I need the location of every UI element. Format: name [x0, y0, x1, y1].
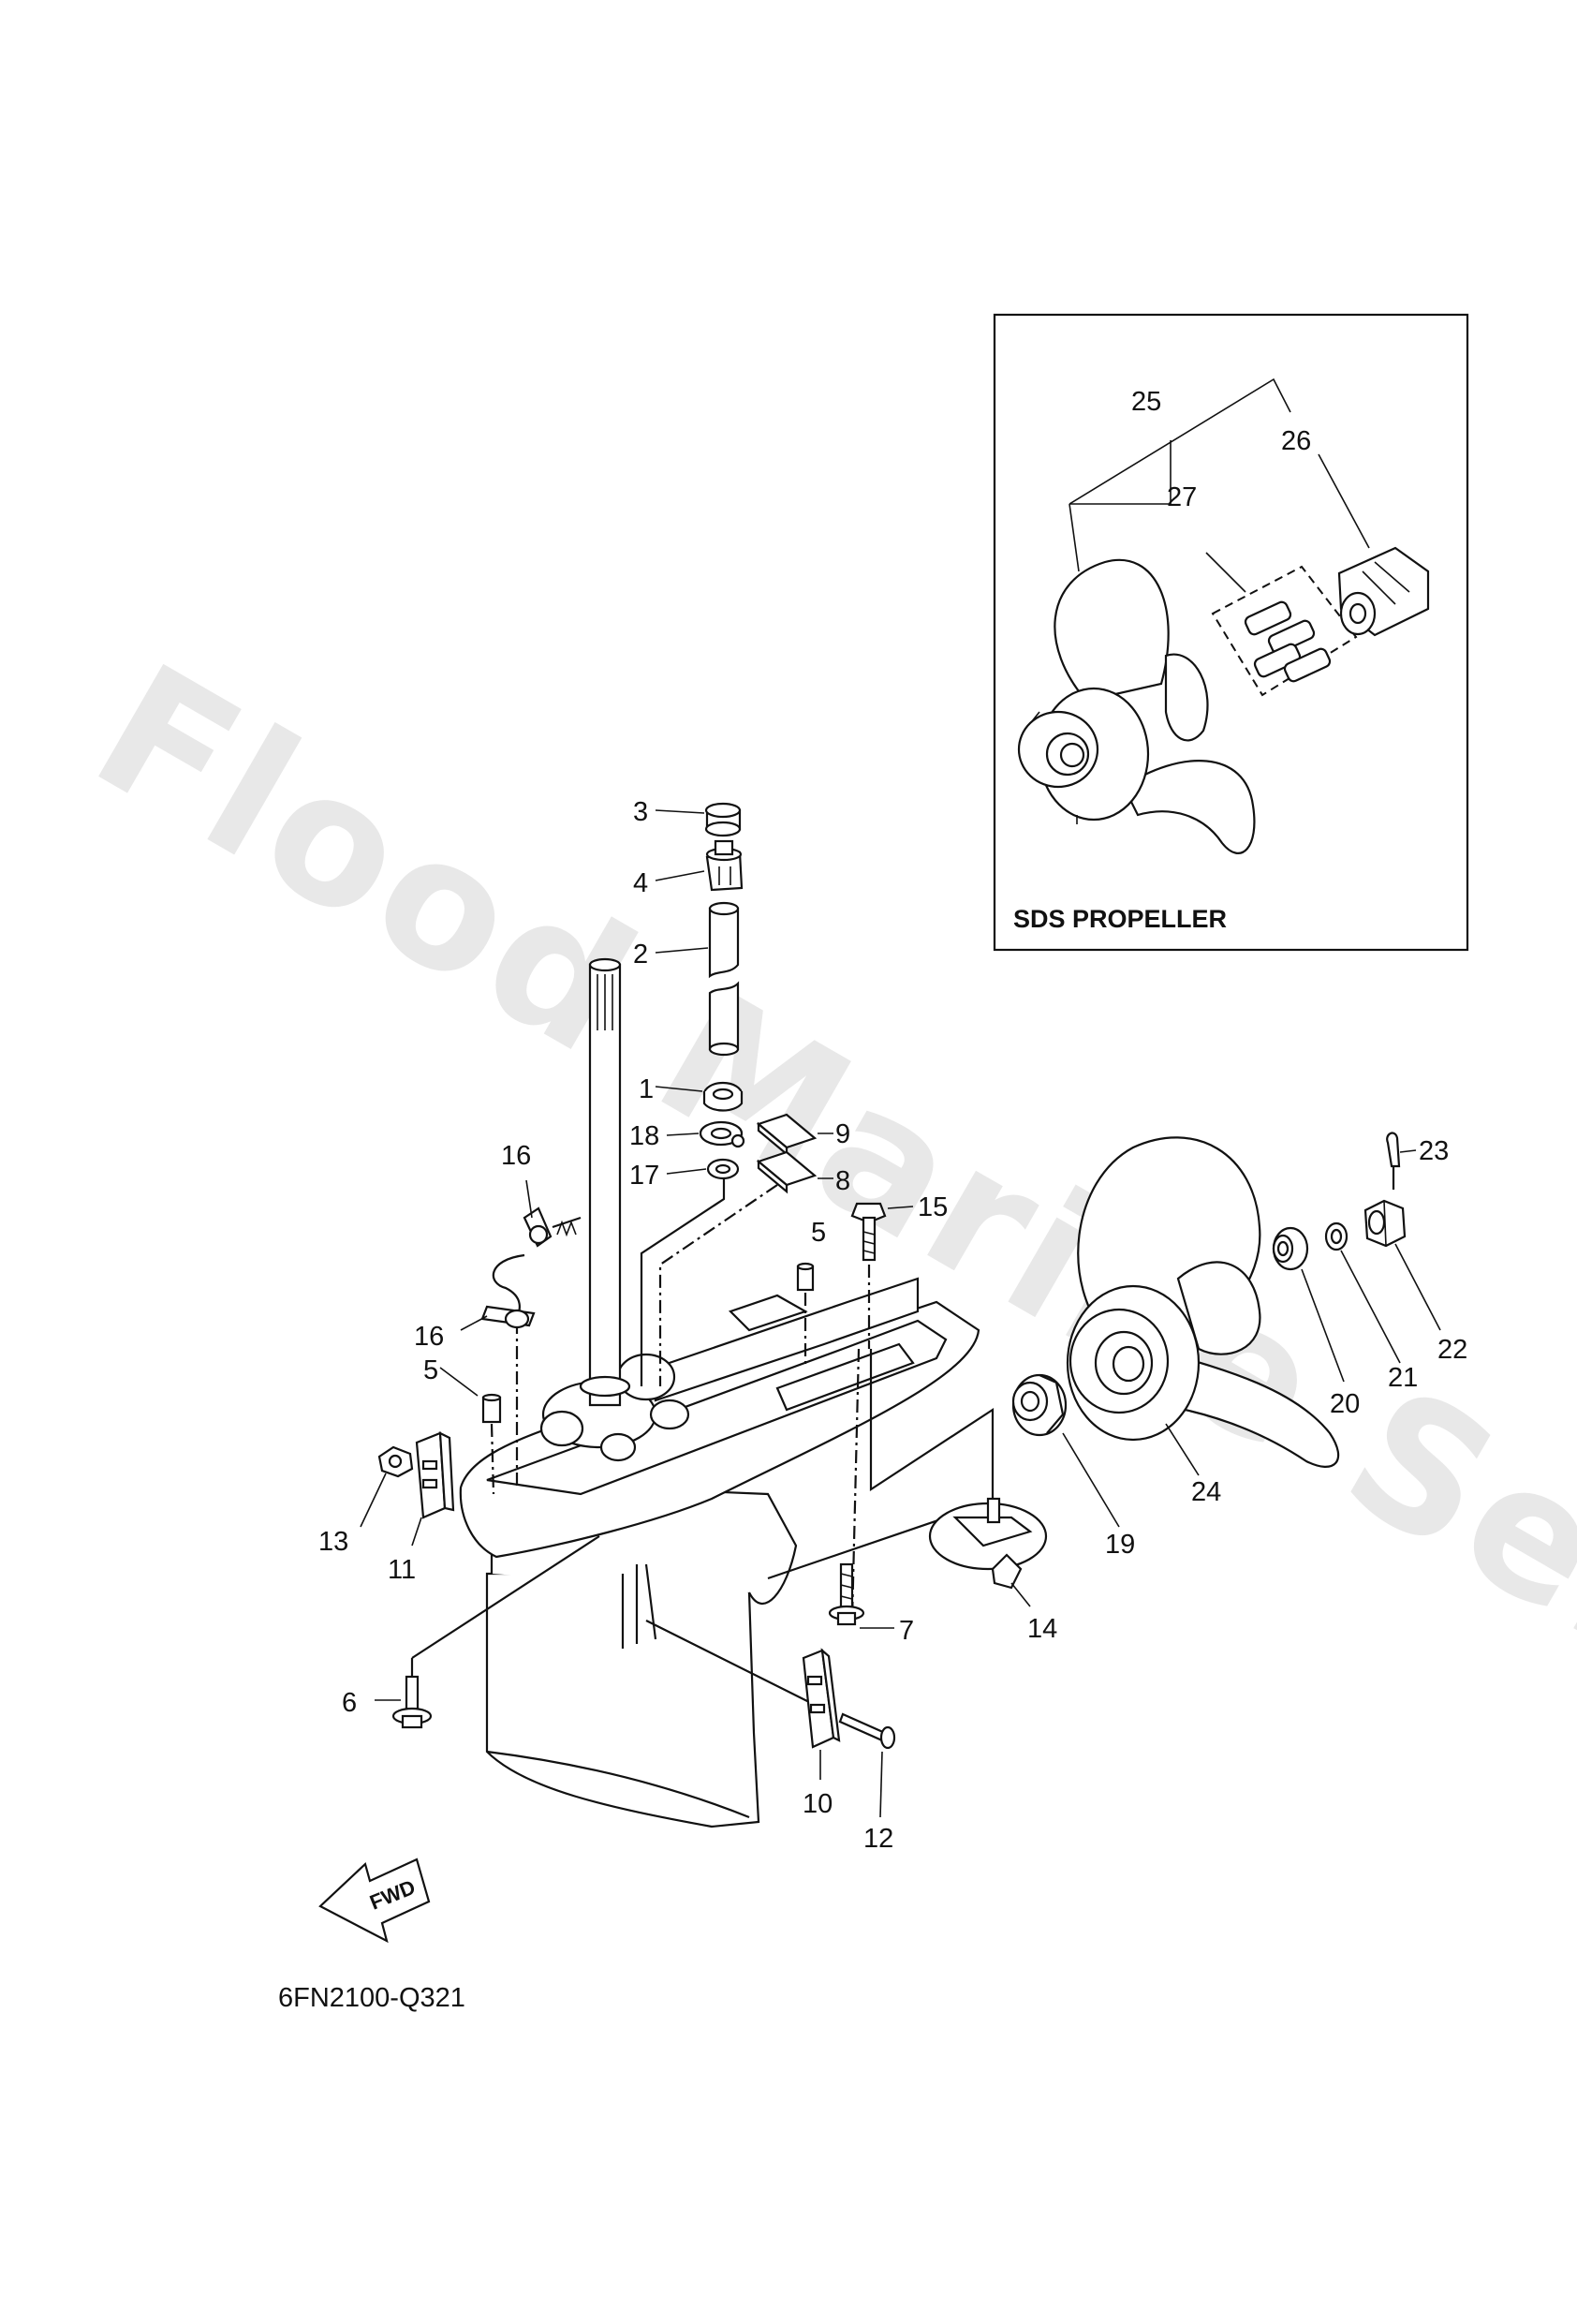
callout-24: 24: [1191, 1477, 1221, 1507]
callout-18: 18: [629, 1121, 659, 1151]
part-18-washer: [699, 1120, 745, 1148]
callout-27: 27: [1167, 482, 1197, 512]
part-16-clip-lower: [480, 1305, 536, 1329]
leader-26: [1318, 453, 1370, 549]
part-14-trim-tab: [928, 1497, 1048, 1590]
part-17-grommet: [706, 1158, 740, 1180]
part-9-plate: [756, 1113, 818, 1157]
callout-19: 19: [1105, 1530, 1135, 1560]
callout-23: 23: [1419, 1136, 1449, 1166]
part-5-dowel-right: [796, 1262, 815, 1292]
callout-2: 2: [633, 940, 648, 970]
callout-5-left: 5: [423, 1355, 438, 1385]
callout-6: 6: [342, 1688, 357, 1718]
driveshaft: [579, 957, 631, 1407]
inset-part-27: [1211, 565, 1358, 697]
fwd-arrow: FWD: [318, 1858, 431, 1944]
part-19-thrust-washer: [1011, 1373, 1068, 1437]
part-16-clip-upper: [523, 1206, 582, 1248]
callout-4: 4: [633, 868, 648, 898]
part-24-propeller: [1066, 1136, 1340, 1468]
part-10-anode: [802, 1648, 841, 1749]
callout-14: 14: [1027, 1614, 1057, 1644]
part-13-nut: [377, 1445, 414, 1478]
callout-3: 3: [633, 797, 648, 827]
part-1-seal: [702, 1081, 744, 1112]
callout-1: 1: [639, 1074, 654, 1104]
callout-21: 21: [1388, 1363, 1418, 1393]
callout-8: 8: [835, 1166, 850, 1196]
leader-25-prop: [1069, 503, 1080, 572]
part-12-screw: [838, 1712, 896, 1750]
callout-25: 25: [1131, 387, 1161, 417]
part-5-dowel-left: [481, 1393, 502, 1424]
callout-16-upper: 16: [501, 1141, 531, 1171]
sds-propeller-inset: SDS PROPELLER: [993, 313, 1469, 952]
drawing-code: 6FN2100-Q321: [278, 1983, 465, 2013]
callout-20: 20: [1330, 1389, 1360, 1419]
inset-part-26: [1337, 546, 1430, 637]
callout-17: 17: [629, 1161, 659, 1191]
part-2-tube: [708, 901, 740, 1057]
callout-9: 9: [835, 1119, 850, 1149]
callout-15: 15: [918, 1192, 948, 1222]
bracket-25-27: [1069, 440, 1172, 505]
callout-10: 10: [803, 1789, 833, 1819]
callout-26: 26: [1281, 426, 1311, 456]
callout-12: 12: [863, 1824, 893, 1854]
callout-5-right: 5: [811, 1218, 826, 1248]
part-20-washer: [1272, 1226, 1309, 1271]
part-3-collar: [704, 802, 742, 837]
callout-16-lower: 16: [414, 1322, 444, 1352]
callout-7: 7: [899, 1616, 914, 1646]
lower-casing: [459, 1277, 980, 1828]
part-8-plate: [756, 1150, 818, 1194]
part-7-bolt: [828, 1562, 865, 1626]
callout-13: 13: [318, 1527, 348, 1557]
hose: [492, 1253, 525, 1317]
part-6-bolt: [391, 1675, 433, 1729]
inset-propeller: [1017, 558, 1256, 854]
inset-frame: [993, 313, 1469, 952]
callout-numbers: 1 2 3 4 5 5 6 7 8 9 10 11 12 13 14 15 16…: [318, 387, 1467, 1854]
part-15-bolt: [850, 1202, 887, 1262]
part-4-bushing: [705, 839, 744, 892]
part-11-anode: [415, 1431, 455, 1519]
part-22-castle-nut: [1363, 1199, 1407, 1248]
callout-22: 22: [1437, 1335, 1467, 1365]
callout-11: 11: [388, 1555, 416, 1585]
part-23-cotter-pin: [1386, 1132, 1401, 1168]
part-21-washer: [1324, 1221, 1349, 1251]
leader-27: [1205, 552, 1246, 593]
callout-leaders: [360, 809, 1441, 1818]
inset-title: SDS PROPELLER: [1013, 905, 1227, 933]
bracket-25-26: [1069, 377, 1291, 505]
